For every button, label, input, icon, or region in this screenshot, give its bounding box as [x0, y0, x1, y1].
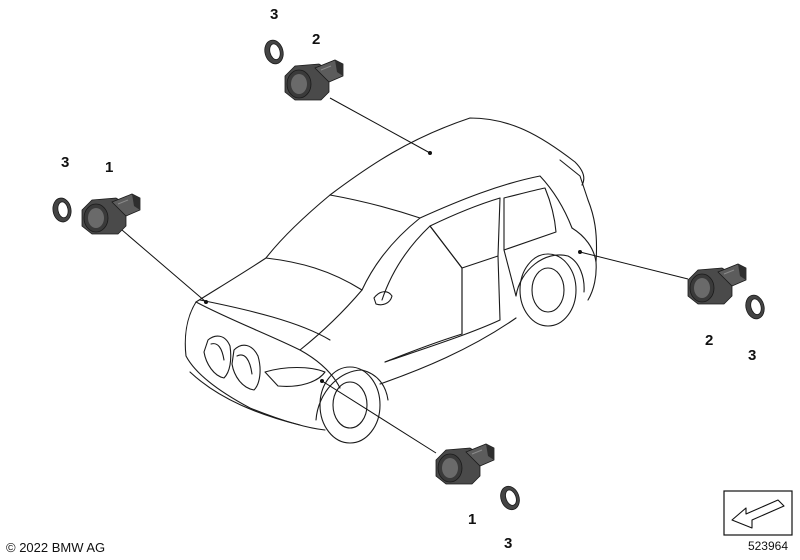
- vehicle-outline: [184, 117, 598, 444]
- parking-sensor-rear-right: [687, 263, 747, 305]
- callout-rear-right-sensor: 2: [705, 332, 713, 349]
- sensor-ring-rear-top: [261, 37, 287, 67]
- sensor-ring-front-bottom: [497, 483, 523, 513]
- parking-sensor-front-left: [81, 193, 141, 235]
- copyright-text: © 2022 BMW AG: [6, 540, 106, 555]
- callout-front-bottom-ring: 3: [504, 535, 512, 552]
- callout-numbers: 3 2 3 1 2 3 1 3: [61, 6, 756, 552]
- callout-front-left-sensor: 1: [105, 159, 113, 176]
- callout-rear-right-ring: 3: [748, 347, 756, 364]
- parking-sensor-rear-top: [284, 59, 344, 101]
- parking-sensor-front-bottom: [435, 443, 495, 485]
- diagram-number: 523964: [747, 539, 788, 553]
- callout-rear-top-ring: 3: [270, 6, 278, 23]
- orientation-arrow-icon: [723, 490, 793, 536]
- sensor-ring-rear-right: [742, 292, 768, 322]
- leader-lines: [121, 97, 689, 454]
- sensor-ring-front-left: [50, 196, 74, 224]
- callout-front-bottom-sensor: 1: [468, 511, 476, 528]
- callout-rear-top-sensor: 2: [312, 31, 320, 48]
- callout-front-left-ring: 3: [61, 154, 69, 171]
